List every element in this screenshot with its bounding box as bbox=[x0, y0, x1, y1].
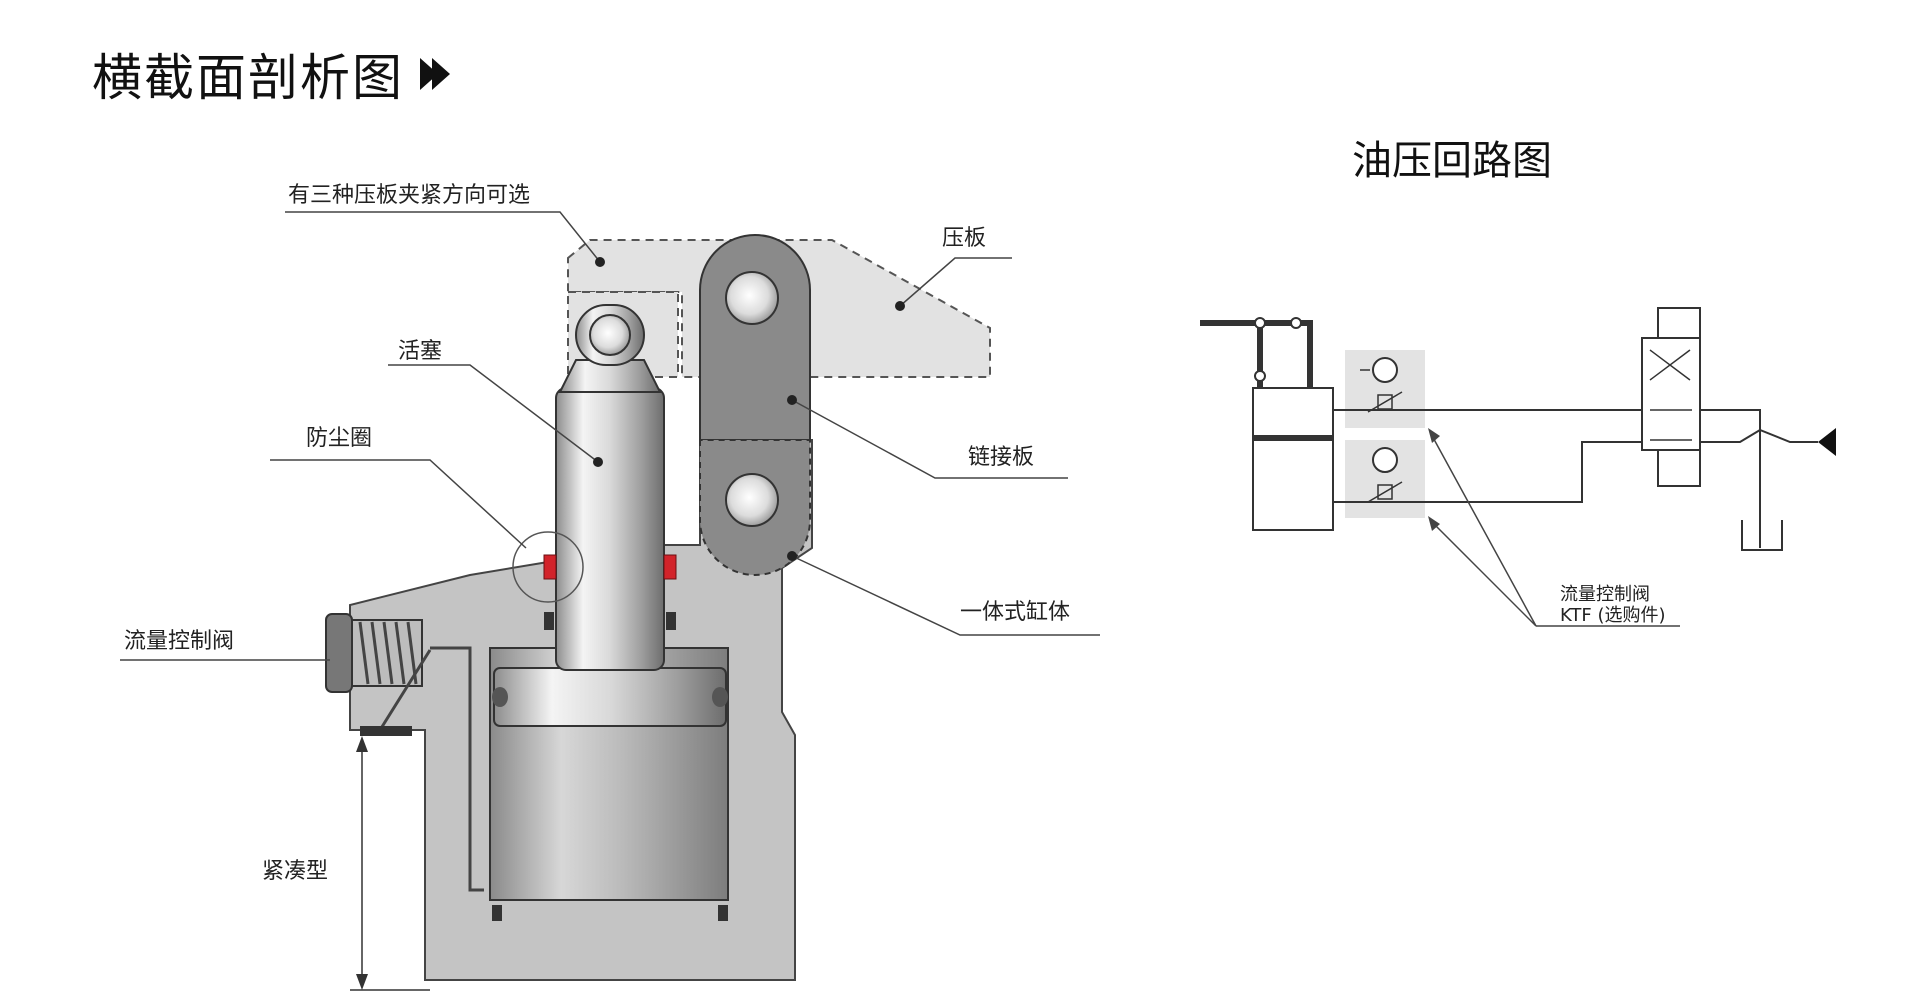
label-integrated-body: 一体式缸体 bbox=[960, 600, 1070, 625]
piston-head bbox=[493, 667, 727, 727]
cylinder-rod-symbol bbox=[1200, 320, 1313, 390]
label-dust-seal: 防尘圈 bbox=[306, 426, 372, 451]
leader-arrow-lower bbox=[1428, 516, 1440, 531]
piston-rod-top bbox=[558, 359, 662, 393]
hydraulic-circuit bbox=[1200, 307, 1818, 551]
page-title: 横截面剖析图 bbox=[92, 49, 404, 107]
label-flow-valve: 流量控制阀 bbox=[124, 629, 234, 654]
hydraulic-circuit-title: 油压回路图 bbox=[1352, 138, 1552, 184]
leader-clamp-plate bbox=[899, 257, 1012, 307]
tank-symbol bbox=[1741, 520, 1783, 551]
flow-valve-knob bbox=[325, 613, 353, 693]
double-right-arrow-icon bbox=[420, 58, 450, 90]
flow-valve-base bbox=[360, 726, 412, 736]
bore-bottom-seal-right bbox=[718, 905, 728, 921]
leader-clamp-directions bbox=[285, 211, 601, 263]
flow-valve-passage-diagonal bbox=[378, 649, 432, 731]
label-clamp-plate: 压板 bbox=[942, 226, 986, 251]
dust-seal-right bbox=[663, 554, 677, 580]
link-plate bbox=[699, 234, 811, 441]
piston-seal-right bbox=[712, 687, 728, 707]
link-pin-upper bbox=[725, 271, 779, 325]
leader-lines bbox=[120, 211, 1100, 661]
page-title-row: 横截面剖析图 bbox=[92, 38, 454, 110]
cross-section-drawing bbox=[325, 234, 991, 981]
label-compact: 紧凑型 bbox=[262, 859, 328, 884]
rod-seal-left bbox=[544, 612, 554, 630]
piston-rod bbox=[555, 387, 665, 671]
dust-seal-left bbox=[543, 554, 557, 580]
flow-valve-thread-lines bbox=[358, 621, 418, 685]
leader-body bbox=[791, 555, 1100, 636]
leader-link-plate bbox=[791, 399, 1068, 479]
dust-seal-highlight bbox=[512, 531, 584, 603]
leader-dust-seal bbox=[270, 459, 527, 549]
leader-arrow-upper bbox=[1428, 428, 1440, 443]
pump-source-icon bbox=[1818, 428, 1836, 456]
label-piston: 活塞 bbox=[398, 339, 442, 364]
rod-seal-right bbox=[666, 612, 676, 630]
flow-valve-passage bbox=[430, 646, 484, 892]
label-link-plate: 链接板 bbox=[968, 445, 1034, 470]
leader-piston bbox=[388, 364, 599, 463]
piston-seal-left bbox=[492, 687, 508, 707]
hydraulic-valve-leaders bbox=[1429, 431, 1680, 627]
directional-valve-bottom bbox=[1657, 449, 1701, 487]
label-clamp-directions: 有三种压板夹紧方向可选 bbox=[288, 183, 530, 208]
hydraulic-valve-label-line1: 流量控制阀 bbox=[1560, 584, 1650, 605]
bore-bottom-seal-left bbox=[492, 905, 502, 921]
clevis-pin bbox=[589, 314, 631, 356]
link-pin-lower bbox=[725, 473, 779, 527]
hydraulic-valve-label-line2: KTF (选购件) bbox=[1560, 605, 1666, 626]
directional-valve bbox=[1641, 337, 1701, 451]
leader-dots bbox=[593, 257, 905, 561]
compact-dimension bbox=[350, 736, 430, 991]
cylinder-symbol bbox=[1252, 387, 1334, 531]
